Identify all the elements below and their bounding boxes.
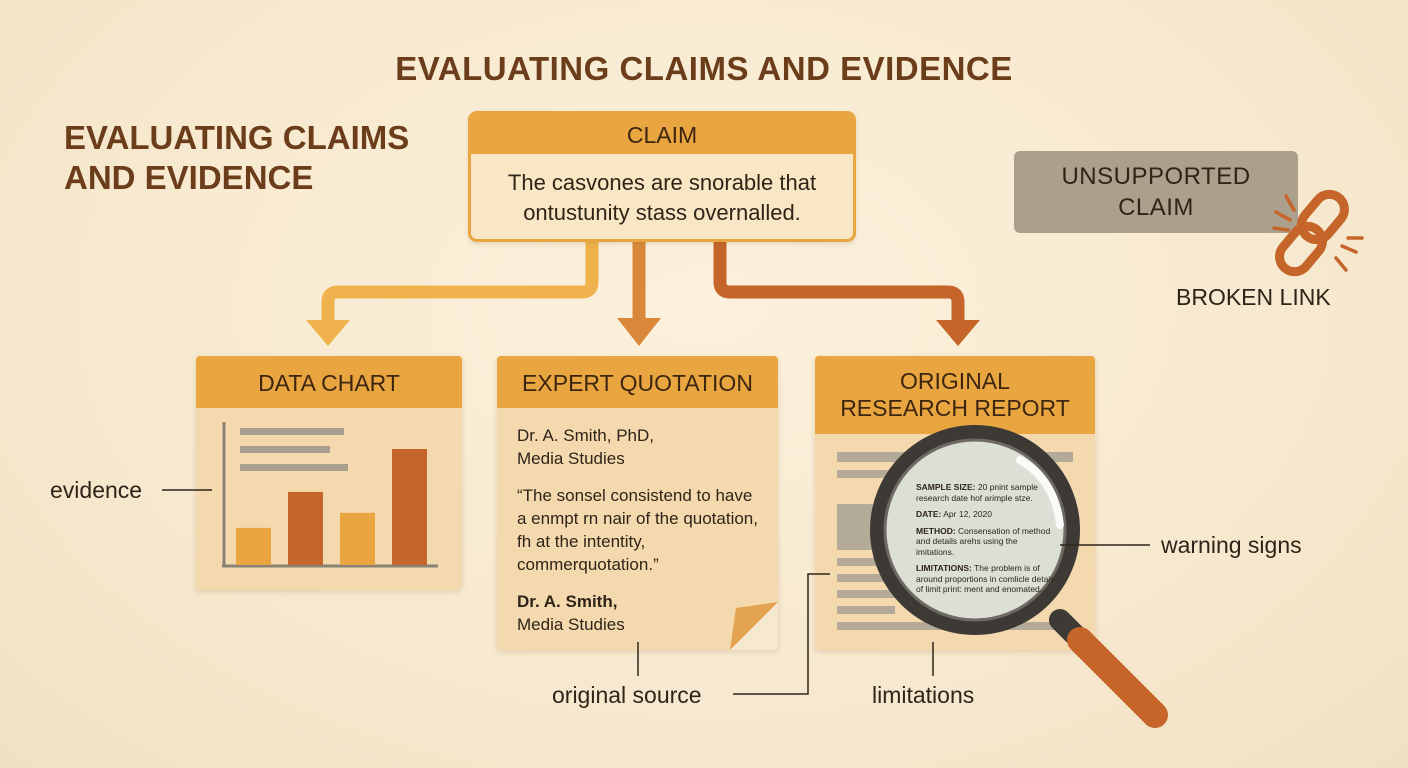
arrow-head-quote xyxy=(617,318,661,346)
lens-limitations: LIMITATIONS: The problem is of around pr… xyxy=(916,563,1058,595)
lens-method: METHOD: Consensation of method and detai… xyxy=(916,526,1058,558)
broken-link-label: BROKEN LINK xyxy=(1176,284,1331,310)
arrow-head-report xyxy=(936,320,980,346)
arrow-head-chart xyxy=(306,320,350,346)
broken-chain-icon xyxy=(1272,189,1364,277)
arrow-to-chart xyxy=(321,242,599,325)
chart-bar-2 xyxy=(288,491,323,565)
claim-box: CLAIM The casvones are snorable that ont… xyxy=(468,111,856,242)
quote-text: “The sonsel consistend to have a enmpt r… xyxy=(517,486,758,574)
claim-heading: CLAIM xyxy=(471,114,853,154)
lens-method-label: METHOD: xyxy=(916,525,956,536)
original-source-label: original source xyxy=(552,682,702,708)
unsupported-claim-label: UNSUPPORTED CLAIM xyxy=(1061,163,1251,221)
lens-date: DATE: Apr 12, 2020 xyxy=(916,509,1058,520)
mini-bar-chart xyxy=(222,422,438,568)
chart-legend-line-1 xyxy=(240,428,344,435)
claim-text: The casvones are snorable that ontustuni… xyxy=(507,170,817,225)
quote-author-bottom: Dr. A. Smith, xyxy=(517,592,618,611)
arrow-to-report xyxy=(713,242,965,325)
expert-quotation-card: EXPERT QUOTATION Dr. A. Smith, PhD, Medi… xyxy=(497,356,778,650)
chart-legend-line-2 xyxy=(240,446,330,453)
lens-sample: SAMPLE SIZE: 20 pnint sample research da… xyxy=(916,482,1058,503)
chart-bar-4 xyxy=(392,449,427,565)
research-report-heading-line1: ORIGINAL xyxy=(900,368,1010,394)
warning-signs-label: warning signs xyxy=(1161,532,1302,558)
unsupported-claim-box: UNSUPPORTED CLAIM xyxy=(1014,151,1298,233)
lens-method-text: Consensation of method and details arehs… xyxy=(916,525,1051,557)
chart-bar-1 xyxy=(236,527,271,565)
lens-sample-text: 20 pnint sample research date hof arimpl… xyxy=(916,482,1038,503)
evidence-label: evidence xyxy=(50,477,143,503)
magnifying-glass-icon xyxy=(870,425,1168,728)
lens-limitations-label: LIMITATIONS: xyxy=(916,563,972,573)
lens-limitations-text: The problem is of around proportions in … xyxy=(916,563,1055,594)
quote-affiliation-top: Media Studies xyxy=(517,449,625,468)
lens-date-label: DATE: xyxy=(916,509,942,519)
lens-details: SAMPLE SIZE: 20 pnint sample research da… xyxy=(916,482,1058,595)
page-curl-icon xyxy=(730,602,778,650)
quote-affiliation-bottom: Media Studies xyxy=(517,615,625,634)
lens-date-text: Apr 12, 2020 xyxy=(943,509,992,519)
research-report-heading: ORIGINAL RESEARCH REPORT xyxy=(815,356,1095,434)
expert-quotation-heading: EXPERT QUOTATION xyxy=(497,356,778,408)
chart-bar-3 xyxy=(340,512,375,565)
limitations-label: limitations xyxy=(872,682,975,708)
chart-legend-line-3 xyxy=(240,464,348,471)
data-chart-card: DATA CHART xyxy=(196,356,462,590)
main-title: EVALUATING CLAIMS AND EVIDENCE xyxy=(395,50,1013,87)
research-report-heading-line2: RESEARCH REPORT xyxy=(840,395,1070,421)
side-title: EVALUATING CLAIMS AND EVIDENCE xyxy=(64,119,410,196)
data-chart-heading: DATA CHART xyxy=(196,356,462,408)
quote-author-top: Dr. A. Smith, PhD, xyxy=(517,426,654,445)
lens-sample-label: SAMPLE SIZE: xyxy=(916,482,976,492)
